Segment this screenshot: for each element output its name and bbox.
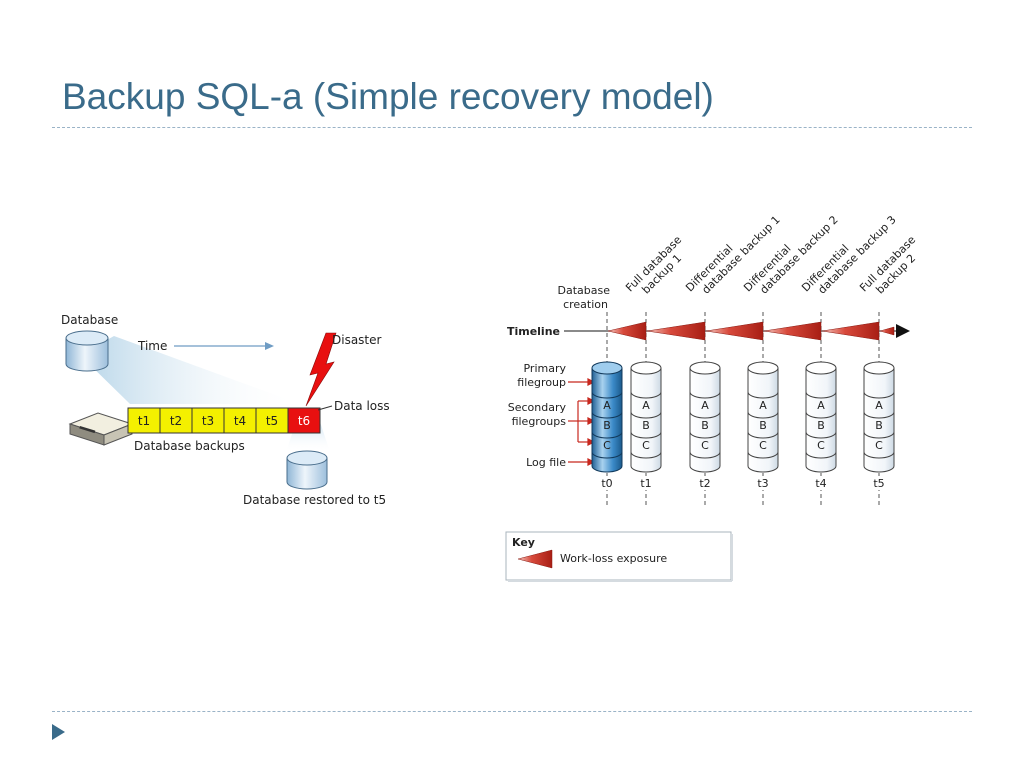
secondary-filegroups-label: filegroups	[512, 415, 567, 428]
segment-label: B	[701, 419, 709, 432]
database-cylinder-t0	[591, 361, 623, 473]
footer-divider	[52, 711, 972, 712]
exposure-wedge	[607, 321, 647, 341]
key-title: Key	[512, 536, 535, 549]
exposure-wedge	[763, 321, 822, 341]
database-creation-label: Database	[558, 284, 611, 297]
backup-cell-t4	[223, 407, 257, 434]
segment-label: B	[759, 419, 767, 432]
lightning-icon	[305, 332, 337, 407]
segment-label: C	[875, 439, 883, 452]
time-arrow-icon	[174, 342, 274, 350]
segment-label: A	[701, 399, 709, 412]
data-loss-label: Data loss	[334, 399, 390, 413]
backup-strip: t1 t2 t3 t4 t5 t6	[127, 407, 321, 434]
time-point-label: t0	[601, 477, 612, 490]
exposure-wedge	[879, 326, 895, 336]
restored-database-icon	[286, 450, 328, 490]
backup-cell-label-lost: t6	[298, 414, 310, 428]
segment-label: A	[603, 399, 611, 412]
key-item-label: Work-loss exposure	[560, 552, 667, 565]
database-cylinder-t3	[747, 361, 779, 473]
database-cylinder-t1	[630, 361, 662, 473]
database-cylinder-icon	[65, 330, 109, 372]
database-cylinder-t2	[689, 361, 721, 473]
event-label-full-backup-1: Full database backup 1	[623, 233, 684, 296]
segment-label: A	[817, 399, 825, 412]
tape-drive-icon	[68, 412, 134, 446]
exposure-wedges	[607, 321, 895, 341]
segment-label: A	[642, 399, 650, 412]
segment-label: C	[603, 439, 611, 452]
segment-label: C	[701, 439, 709, 452]
disaster-label: Disaster	[332, 333, 382, 347]
exposure-wedge	[821, 321, 880, 341]
timeline-arrowhead-icon	[896, 324, 910, 338]
backup-cell-t5	[255, 407, 289, 434]
time-point-label: t3	[757, 477, 768, 490]
backup-cell-t2	[159, 407, 193, 434]
exposure-wedge	[646, 321, 706, 341]
backup-timeline-diagram: Full database backup 1 Differential data…	[505, 213, 918, 582]
time-point-label: t1	[640, 477, 651, 490]
backup-cell-label: t1	[138, 414, 150, 428]
database-creation-label: creation	[563, 298, 608, 311]
segment-label: C	[817, 439, 825, 452]
log-file-label: Log file	[526, 456, 566, 469]
triangle-bullet-icon	[52, 724, 65, 740]
backup-cell-label: t5	[266, 414, 278, 428]
segment-label: B	[817, 419, 825, 432]
database-beam	[80, 336, 300, 404]
segment-label: B	[642, 419, 650, 432]
segment-label: A	[759, 399, 767, 412]
segment-label: A	[875, 399, 883, 412]
slide-title: Backup SQL-a (Simple recovery model)	[62, 76, 714, 117]
data-loss-leader	[317, 405, 333, 411]
database-backups-label: Database backups	[134, 439, 245, 453]
leader-lines	[568, 378, 596, 466]
segment-label: B	[875, 419, 883, 432]
database-cylinder-t5	[863, 361, 895, 473]
primary-filegroup-label: Primary	[523, 362, 566, 375]
time-point-label: t2	[699, 477, 710, 490]
database-label: Database	[61, 313, 118, 327]
primary-filegroup-label: filegroup	[517, 376, 566, 389]
secondary-filegroups-label: Secondary	[508, 401, 567, 414]
database-restored-label: Database restored to t5	[243, 493, 386, 507]
backup-cell-t3	[191, 407, 225, 434]
time-label: Time	[137, 339, 167, 353]
segment-labels: A B C A B C A B C A B C A B C A B C	[603, 399, 883, 452]
time-point-label: t5	[873, 477, 884, 490]
segment-label: B	[603, 419, 611, 432]
simple-recovery-diagram: Database Time Disaster t1 t2 t3 t4 t5 t6	[61, 313, 390, 507]
key-legend: Key Work-loss exposure	[505, 531, 733, 582]
work-loss-wedge-icon	[517, 549, 553, 569]
segment-label: C	[759, 439, 767, 452]
backup-cell-label: t3	[202, 414, 214, 428]
segment-label: C	[642, 439, 650, 452]
backup-cell-label: t2	[170, 414, 182, 428]
backup-cell-label: t4	[234, 414, 246, 428]
timeline-label: Timeline	[507, 325, 560, 338]
backup-cell-t6	[287, 407, 321, 434]
exposure-wedge	[705, 321, 764, 341]
database-cylinder-t4	[805, 361, 837, 473]
time-point-labels: t0 t1 t2 t3 t4 t5	[598, 476, 888, 490]
time-point-label: t4	[815, 477, 826, 490]
title-divider	[52, 127, 972, 128]
